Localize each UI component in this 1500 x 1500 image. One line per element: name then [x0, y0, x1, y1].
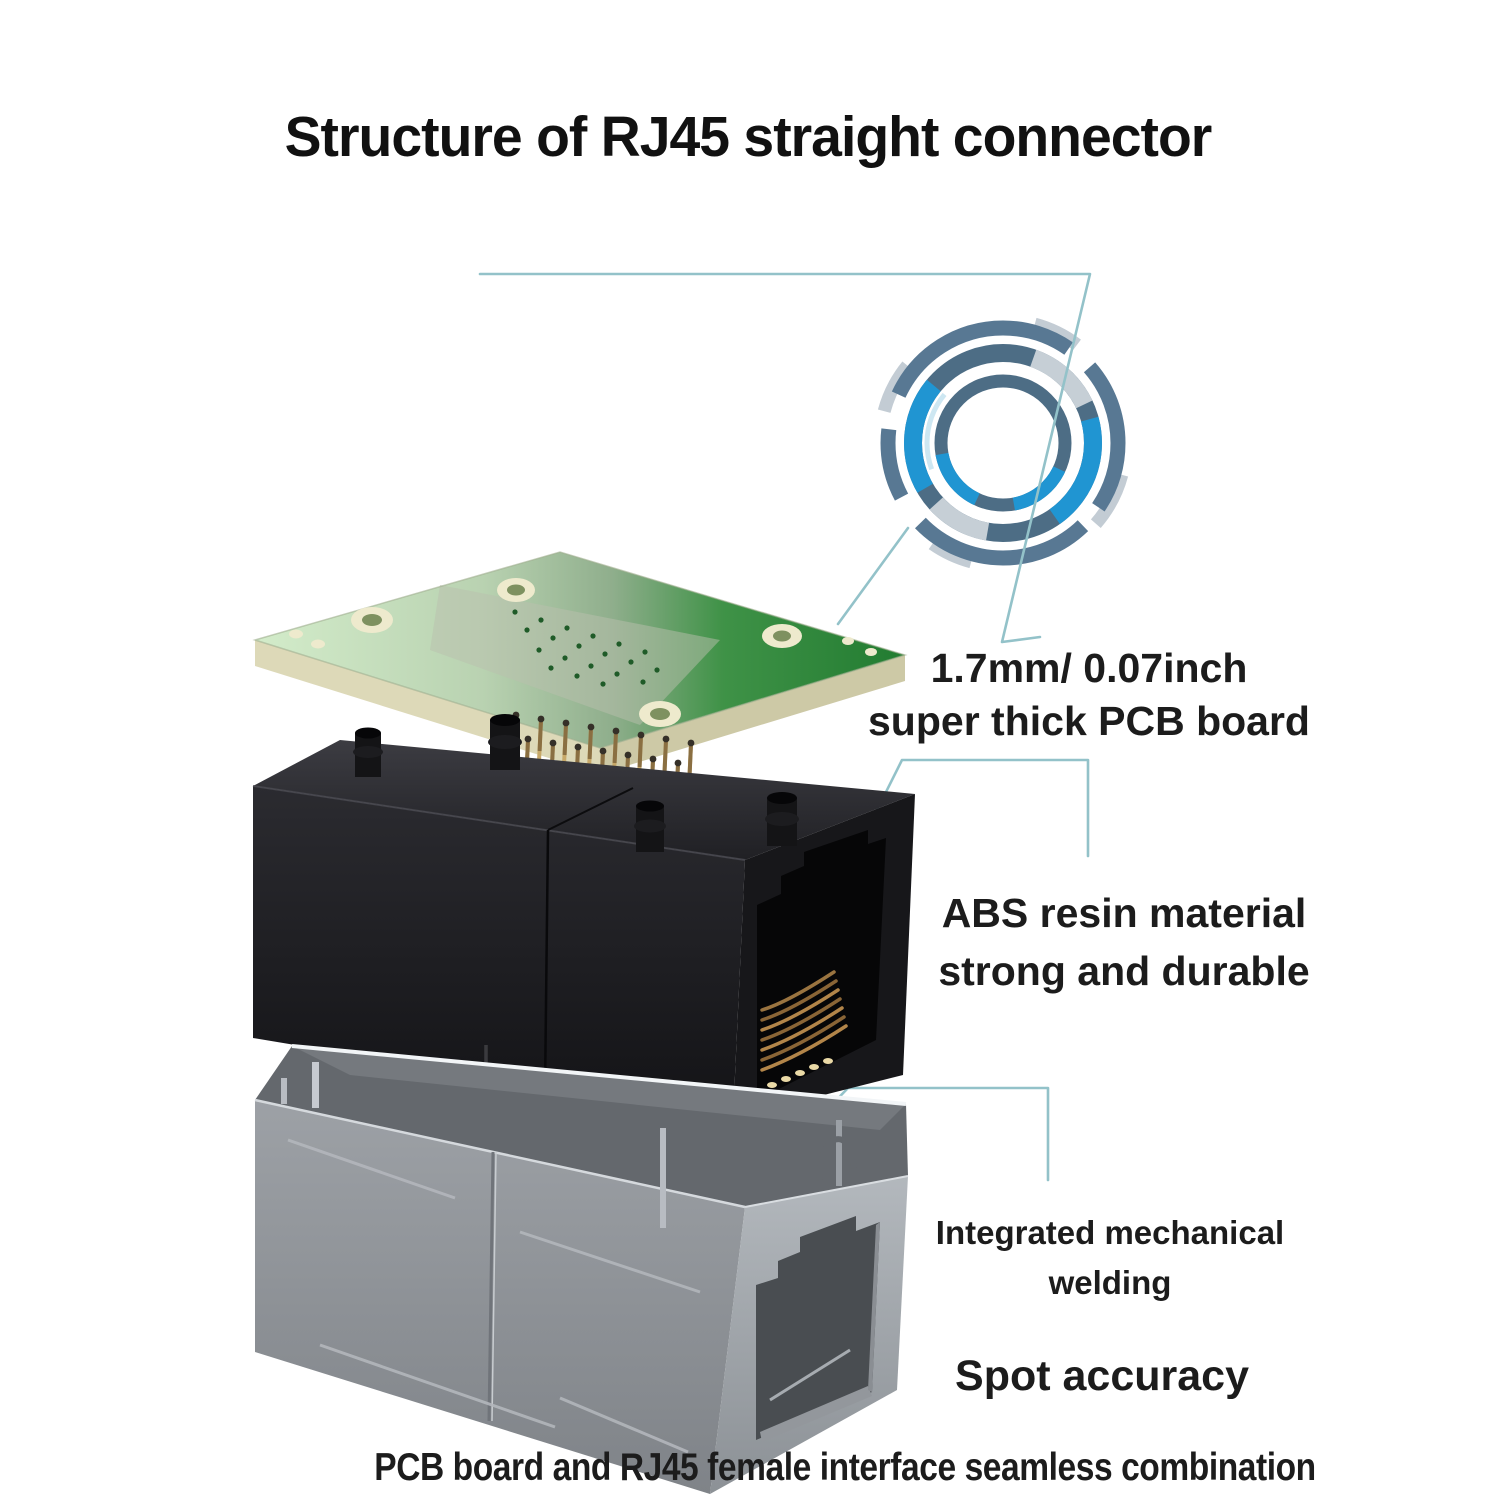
callout-abs-material-line1: ABS resin material	[941, 890, 1307, 936]
shield-tabs	[281, 1062, 857, 1228]
page-title: Structure of RJ45 straight connector	[284, 105, 1213, 169]
housing-posts	[353, 714, 799, 852]
leader-line-pcb-detail	[478, 272, 1092, 644]
callout-abs-material-line2: strong and durable	[938, 948, 1310, 994]
leader-line-ring-to-pcb	[836, 526, 910, 626]
magnifier-ring-graphic	[873, 313, 1133, 573]
socket-gold-contacts	[760, 970, 848, 1088]
pcb-board-illustration	[252, 551, 908, 774]
callout-pcb-thickness-line1: 1.7mm/ 0.07inch	[930, 645, 1248, 691]
callout-mechanical-welding-line2: welding	[1048, 1264, 1172, 1301]
callout-spot-accuracy: Spot accuracy	[955, 1352, 1249, 1400]
callout-pcb-thickness: 1.7mm/ 0.07inch super thick PCB board	[868, 642, 1310, 748]
abs-housing-illustration	[252, 709, 915, 1118]
callout-abs-material: ABS resin material strong and durable	[938, 884, 1309, 1000]
rj45-socket-opening	[757, 830, 886, 1100]
metal-shield-illustration	[254, 1044, 909, 1494]
callout-mechanical-welding-line1: Integrated mechanical	[935, 1214, 1285, 1251]
callout-mechanical-welding: Integrated mechanical welding	[936, 1208, 1284, 1308]
bottom-caption: PCB board and RJ45 female interface seam…	[374, 1446, 1316, 1489]
callout-pcb-thickness-line2: super thick PCB board	[868, 698, 1310, 744]
shield-rj45-opening	[756, 1216, 880, 1440]
